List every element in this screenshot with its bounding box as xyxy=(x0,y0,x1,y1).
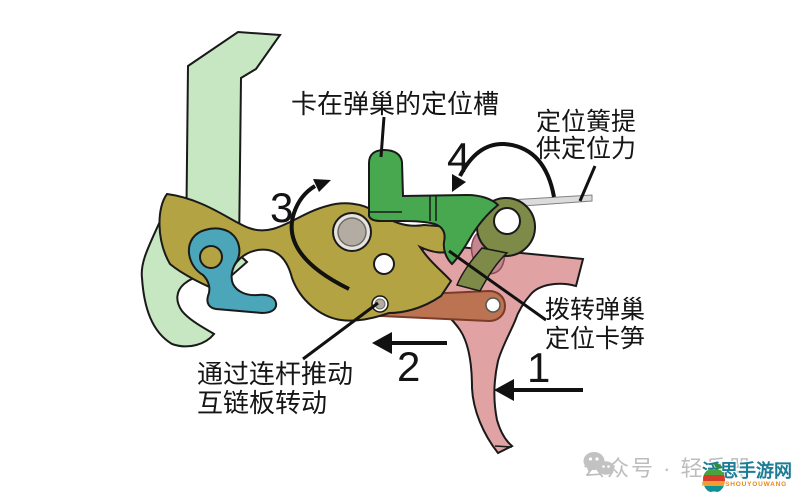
label-cylinder-latch: 拨转弹巢 定位卡笋 xyxy=(545,296,645,354)
label-linkage: 通过连杆推动 互链板转动 xyxy=(197,360,353,418)
label-cylinder-latch-line2: 定位卡笋 xyxy=(545,325,646,353)
site-logo-name: 泛思手游网 xyxy=(702,461,792,481)
label-positioning-spring-line1: 定位簧提 xyxy=(536,108,637,136)
arrow-step-1 xyxy=(494,379,583,401)
plate-main-pivot-pin xyxy=(337,217,367,247)
plate-middle-hole xyxy=(373,253,395,275)
connector-linkage-label xyxy=(302,301,379,361)
label-linkage-line1: 通过连杆推动 xyxy=(197,359,354,389)
pawl-ring-hole xyxy=(199,245,223,269)
arrow-step-3-rotation xyxy=(289,179,350,291)
step-number-4: 4 xyxy=(447,134,470,181)
step-number-1: 1 xyxy=(527,344,550,391)
trigger-blade-tip-line xyxy=(494,445,513,448)
step-number-2: 2 xyxy=(397,343,420,390)
label-linkage-line2: 互链板转动 xyxy=(197,388,328,418)
site-logo-subtext: FANSISHOUYOUWANG xyxy=(702,481,788,488)
arrow-step-2 xyxy=(372,332,447,354)
link-pin xyxy=(485,297,501,313)
label-cylinder-latch-line1: 拨转弹巢 xyxy=(545,296,646,324)
label-cylinder-notch: 卡在弹巢的定位槽 xyxy=(291,89,500,119)
label-positioning-spring-line2: 供定位力 xyxy=(536,135,637,163)
step-number-3: 3 xyxy=(270,184,293,231)
striped-apple-icon xyxy=(703,463,725,492)
pivot-boss-wedge xyxy=(455,247,509,292)
connector-latch-label xyxy=(448,249,547,322)
label-positioning-spring: 定位簧提 供定位力 xyxy=(536,109,636,163)
pivot-boss-hole xyxy=(493,207,521,235)
connector-cylinder-notch-label xyxy=(379,116,386,158)
wechat-icon xyxy=(583,452,614,477)
arrow-step-4-rotation xyxy=(452,141,556,198)
connector-spring-label xyxy=(578,165,597,202)
site-logo: 泛思手游网 FANSISHOUYOUWANG xyxy=(702,461,808,492)
cylinder-stop-latch-part xyxy=(368,148,500,266)
